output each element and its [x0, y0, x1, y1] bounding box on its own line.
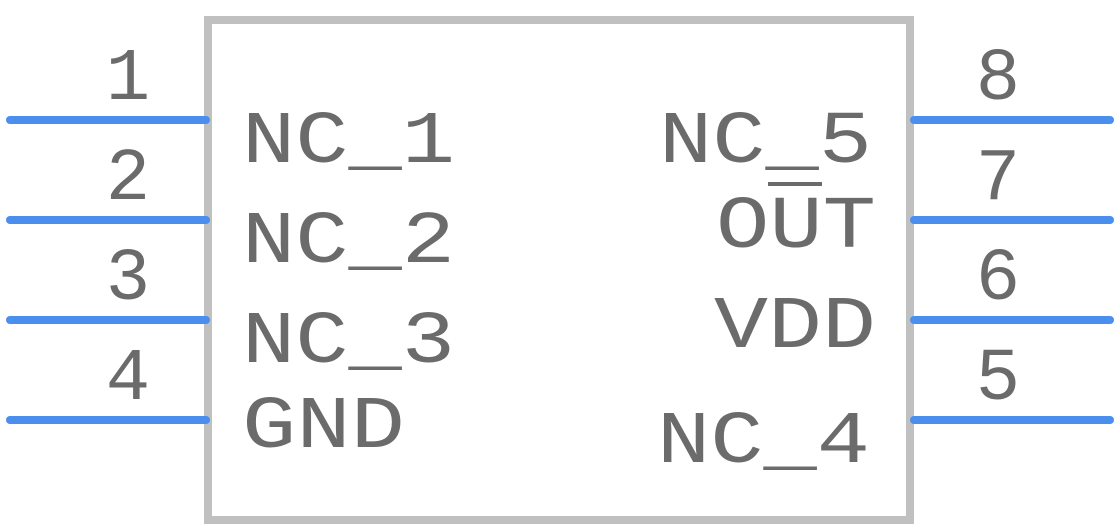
pin-6-name: VDD [714, 286, 876, 370]
pin-2-name: NC_2 [242, 201, 455, 285]
pin-3-number: 3 [106, 238, 150, 322]
pin-3-name: NC_3 [242, 301, 455, 385]
pin-1-name: NC_1 [242, 101, 455, 185]
pin-6-number: 6 [976, 238, 1020, 322]
pin-7-number: 7 [976, 138, 1020, 222]
pin-8-number: 8 [976, 38, 1020, 122]
pin-2-number: 2 [106, 138, 150, 222]
pin-1-number: 1 [106, 38, 150, 122]
pin-7-name: OUT [716, 186, 876, 270]
pin-5-number: 5 [976, 338, 1020, 422]
ic-body [204, 16, 914, 524]
pin-5-name: NC_4 [657, 401, 870, 485]
pin-4-name: GND [242, 386, 405, 470]
pin-4-number: 4 [106, 338, 150, 422]
pin-8-name: NC_5 [659, 101, 872, 185]
